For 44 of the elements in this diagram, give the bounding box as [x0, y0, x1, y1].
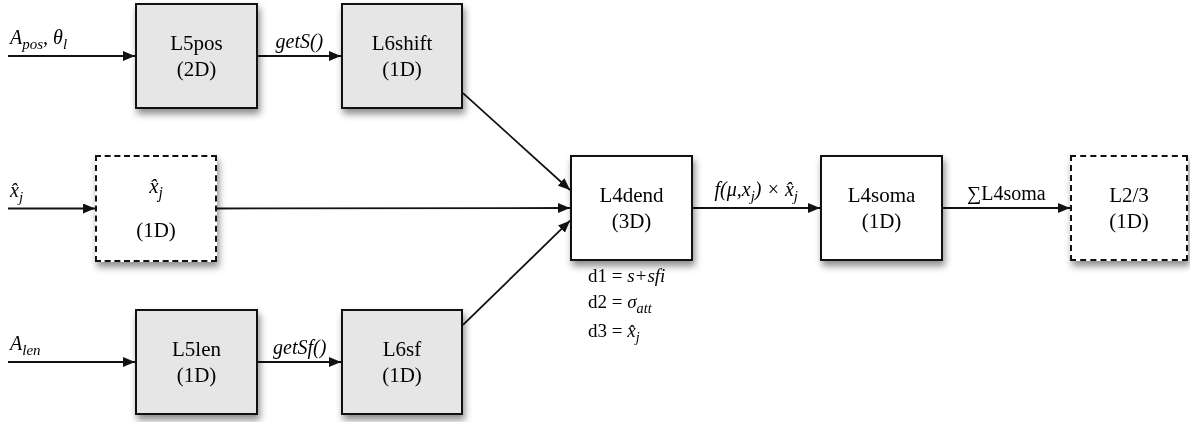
edge-label: ∑L4soma	[967, 182, 1046, 205]
node-label: (1D)	[382, 362, 422, 389]
process-box	[820, 155, 943, 261]
node-label: L4soma	[847, 181, 916, 208]
arrow	[7, 51, 136, 61]
annotation-text: d2 = σ$_{att}$	[588, 289, 653, 318]
edge-label: getS()	[275, 30, 324, 53]
arrow	[942, 203, 1071, 213]
process-box	[570, 155, 693, 261]
node-label: (1D)	[1109, 208, 1149, 235]
annotation-text: d3 = x̂$_{j}$	[588, 318, 641, 347]
process-box	[95, 155, 217, 262]
node-label: L6sf	[382, 335, 422, 362]
arrow	[7, 203, 96, 214]
node-label: x̂$_{j}$	[149, 173, 163, 204]
arrow	[257, 51, 342, 61]
edge-label: A$_{len}$	[10, 332, 41, 359]
node-label: L5len	[172, 335, 221, 362]
arrow	[7, 357, 136, 367]
node-label: L2/3	[1109, 181, 1149, 208]
edge-label: A$_{pos}$, θ$_{l}$	[10, 26, 68, 53]
node-label: L4dend	[599, 181, 664, 208]
node-label: L5pos	[170, 29, 223, 56]
node-label: (1D)	[382, 56, 422, 83]
annotation-text: d1 = s+sfi	[588, 264, 666, 288]
arrow	[462, 219, 571, 326]
edge-label: x̂$_{j}$	[10, 178, 24, 206]
process-box	[135, 3, 258, 109]
arrow	[692, 203, 821, 213]
edge-label: getSf()	[273, 336, 327, 359]
node-label: (1D)	[861, 208, 902, 235]
process-box	[1070, 155, 1188, 261]
arrow	[462, 92, 571, 191]
process-box	[135, 309, 258, 415]
node-label: (2D)	[176, 56, 217, 83]
arrow	[216, 203, 571, 213]
process-box	[341, 3, 463, 109]
arrow	[257, 357, 342, 367]
node-label: (1D)	[136, 217, 176, 244]
edge-label: f(μ,x$_{j}$) × x̂$_{j}$	[714, 178, 799, 205]
node-label: L6shift	[371, 29, 433, 56]
process-box	[341, 309, 463, 415]
node-label: (3D)	[611, 208, 652, 235]
node-label: (1D)	[176, 362, 217, 389]
